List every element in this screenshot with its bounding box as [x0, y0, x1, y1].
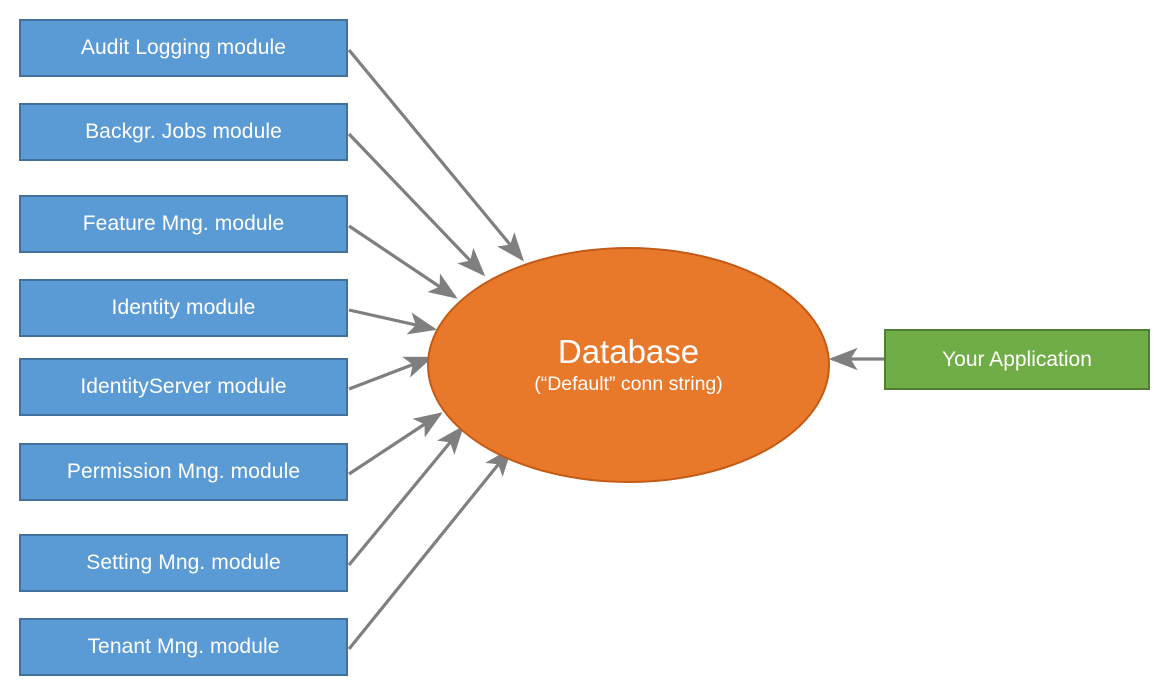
module-label: IdentityServer module	[80, 375, 287, 399]
arrow-background-jobs-to-database	[347, 132, 486, 277]
module-label: Permission Mng. module	[66, 460, 301, 484]
arrow-permission-mng-to-database	[348, 412, 443, 476]
arrow-audit-logging-to-database	[347, 48, 525, 262]
module-label: Setting Mng. module	[86, 551, 281, 575]
database-subtitle: (“Default” conn string)	[534, 373, 723, 396]
arrow-identity-to-database	[348, 308, 438, 335]
module-label: Identity module	[111, 296, 256, 320]
application-box[interactable]: Your Application	[884, 329, 1150, 390]
module-box-identityserver[interactable]: IdentityServer module	[19, 358, 348, 416]
module-box-identity[interactable]: Identity module	[19, 279, 348, 337]
arrow-tenant-mng-to-database	[347, 447, 513, 651]
database-title: Database	[557, 333, 700, 371]
module-box-background-jobs[interactable]: Backgr. Jobs module	[19, 103, 348, 161]
module-box-feature-mng[interactable]: Feature Mng. module	[19, 195, 348, 253]
module-label: Backgr. Jobs module	[85, 120, 282, 144]
module-label: Feature Mng. module	[82, 212, 285, 236]
module-label: Tenant Mng. module	[87, 635, 280, 659]
module-label: Audit Logging module	[80, 36, 287, 60]
arrow-identityserver-to-database	[348, 356, 433, 391]
arrow-feature-mng-to-database	[348, 224, 458, 299]
module-box-permission-mng[interactable]: Permission Mng. module	[19, 443, 348, 501]
arrow-setting-mng-to-database	[347, 425, 465, 567]
module-box-audit-logging[interactable]: Audit Logging module	[19, 19, 348, 77]
module-box-setting-mng[interactable]: Setting Mng. module	[19, 534, 348, 592]
application-label: Your Application	[942, 347, 1092, 371]
database-ellipse[interactable]: Database (“Default” conn string)	[427, 247, 830, 483]
module-box-tenant-mng[interactable]: Tenant Mng. module	[19, 618, 348, 676]
